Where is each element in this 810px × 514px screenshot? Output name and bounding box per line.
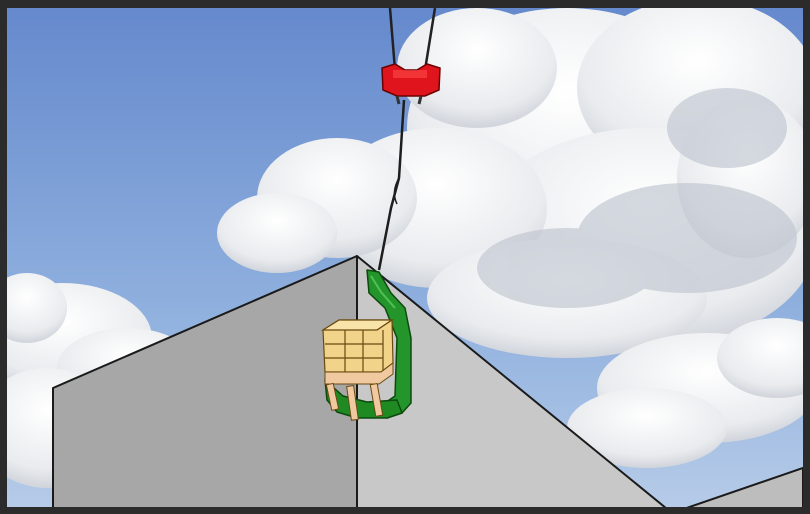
cargo-crates-icon[interactable] [323,320,393,372]
crane-scene [7,8,803,507]
